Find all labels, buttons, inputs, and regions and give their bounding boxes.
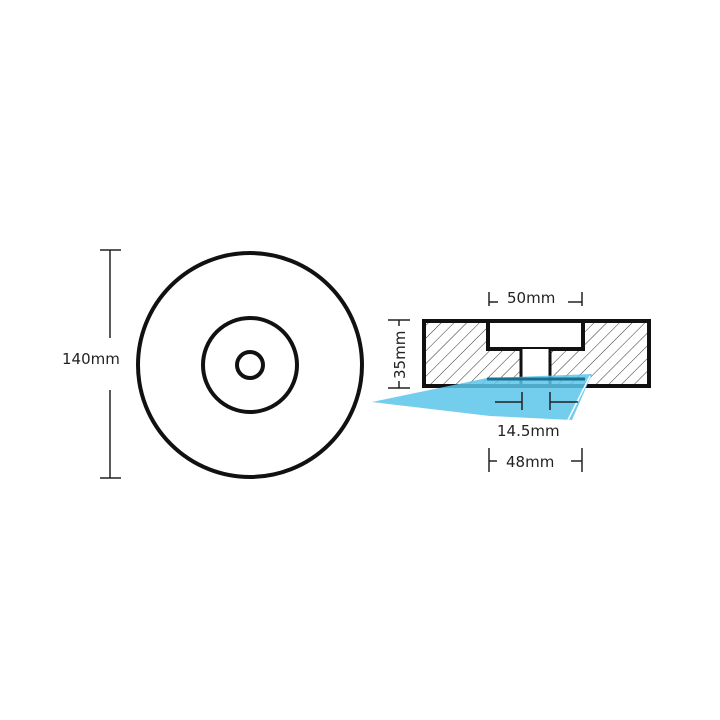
base-dimension [488, 448, 583, 472]
diameter-dimension [100, 249, 121, 479]
counterbore [486, 319, 585, 351]
height-dimension [388, 319, 410, 389]
center-hole [235, 350, 265, 380]
top-view [136, 251, 364, 479]
counterbore-dimension [488, 292, 583, 306]
counterbore-width-label: 50mm [507, 289, 555, 307]
outer-circle [136, 251, 364, 479]
hole-diameter-label: 14.5mm [497, 422, 560, 440]
middle-circle [201, 316, 299, 414]
highlight-wedge [372, 374, 592, 420]
diameter-label: 140mm [62, 350, 120, 368]
hole-dimension [495, 392, 578, 410]
height-label: 35mm [391, 331, 409, 379]
base-width-label: 48mm [506, 453, 554, 471]
